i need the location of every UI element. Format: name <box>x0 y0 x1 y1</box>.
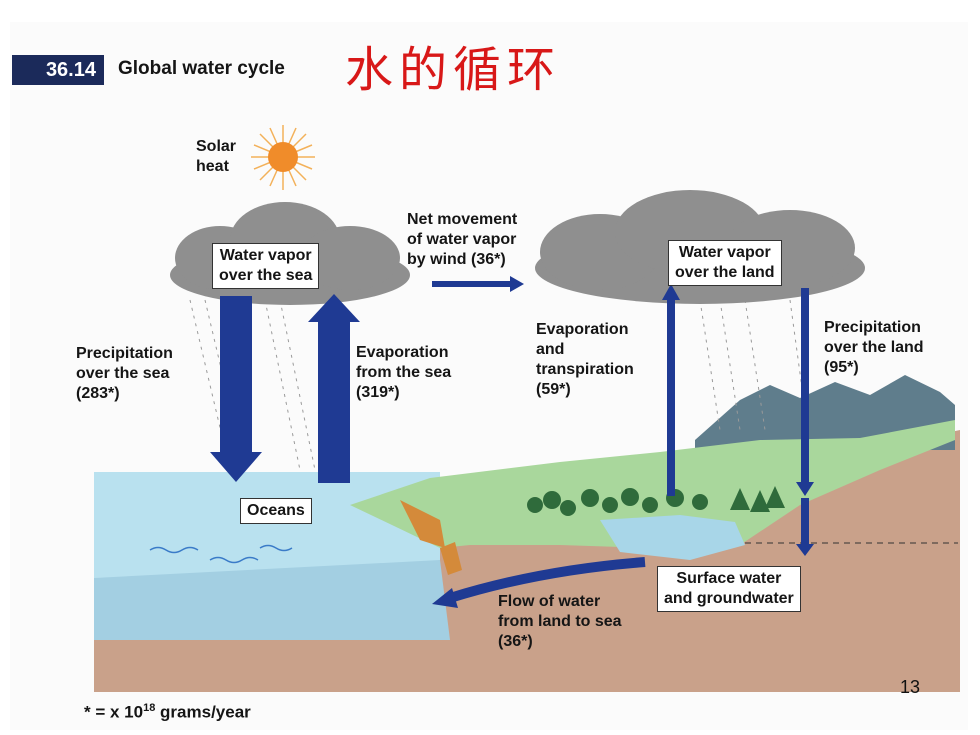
figure-title: Global water cycle <box>118 58 285 79</box>
ocean-deep <box>94 560 450 640</box>
cloud-over-land <box>535 190 865 304</box>
cliff <box>400 500 445 548</box>
evaporation-land-arrow <box>662 284 680 496</box>
mountains <box>695 375 955 450</box>
sun-icon <box>251 125 315 190</box>
flow-to-sea-arrow <box>432 557 646 608</box>
figure-number-badge: 36.14 <box>12 55 104 85</box>
page-number: 13 <box>900 677 921 697</box>
wind-arrow <box>432 276 524 292</box>
forest <box>527 486 785 516</box>
rain-over-sea <box>189 299 316 471</box>
evaporation-sea-arrow <box>308 294 360 483</box>
units-footnote: * = x 1018 grams/year <box>84 702 251 722</box>
handwritten-annotation: 水的循环 <box>345 42 562 98</box>
ocean-water <box>94 472 440 578</box>
precipitation-sea-arrow <box>210 296 262 482</box>
groundwater-arrow <box>796 498 814 556</box>
oceans-label: Oceans <box>240 498 312 524</box>
rock <box>440 542 462 575</box>
lake <box>600 515 745 560</box>
rain-over-land <box>699 299 806 431</box>
precipitation-land-arrow <box>796 288 814 496</box>
ocean-waves <box>149 544 293 564</box>
